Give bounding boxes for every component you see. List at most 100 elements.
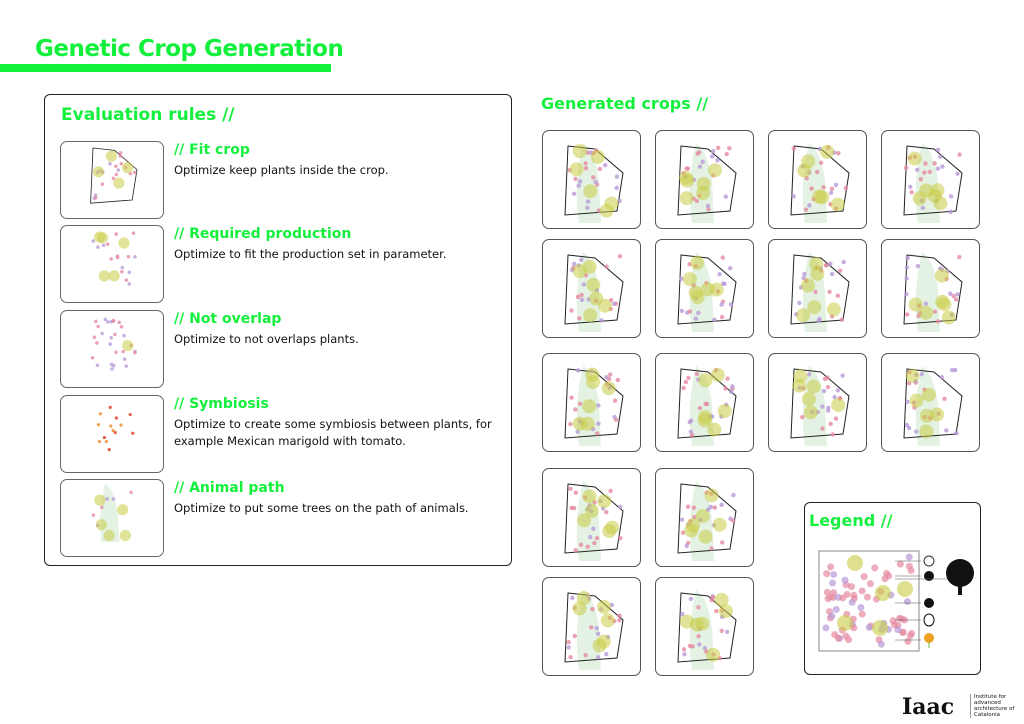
plant-dot xyxy=(835,293,841,298)
tree-circle xyxy=(712,517,727,532)
tree-circle xyxy=(919,424,934,439)
plant-dot xyxy=(833,416,839,421)
marigold-icon xyxy=(924,633,934,648)
plant-dot xyxy=(680,611,685,617)
generated-crop[interactable] xyxy=(881,353,980,452)
generated-crop[interactable] xyxy=(881,130,980,229)
tree-circle xyxy=(704,488,719,503)
plant-dot xyxy=(932,161,937,166)
plant-dot xyxy=(612,414,617,420)
plant-dot xyxy=(591,175,596,180)
tree-circle xyxy=(108,270,120,282)
plant-dot xyxy=(828,421,833,427)
plant-dot xyxy=(93,195,98,200)
plant-dot xyxy=(95,363,100,368)
rule-description: Optimize to create some symbiosis betwee… xyxy=(174,417,492,448)
plant-dot xyxy=(903,165,909,171)
generated-crop[interactable] xyxy=(542,239,641,338)
plant-dot xyxy=(105,497,109,501)
tree-circle xyxy=(598,298,613,313)
generated-crop[interactable] xyxy=(768,130,867,229)
generated-crop[interactable] xyxy=(655,130,754,229)
plant-dot xyxy=(615,377,621,383)
plant-dot xyxy=(689,432,695,438)
plant-dot xyxy=(581,282,586,287)
tree-circle xyxy=(796,308,811,323)
plant-dot xyxy=(688,596,694,602)
generated-crop[interactable] xyxy=(542,353,641,452)
generated-crop[interactable] xyxy=(768,239,867,338)
tree-circle xyxy=(690,255,705,270)
plant-dot xyxy=(807,372,812,377)
crop-boundary xyxy=(677,483,737,554)
crop-boundary xyxy=(90,147,138,204)
plant-dot xyxy=(905,255,910,261)
plant-dot xyxy=(821,388,827,394)
plant-dot xyxy=(712,317,717,323)
plant-dot xyxy=(728,302,734,307)
plant-dot xyxy=(577,179,583,184)
tree-circle xyxy=(582,489,597,504)
tree-circle xyxy=(921,387,936,402)
garlic-icon xyxy=(923,555,935,567)
plant-dot xyxy=(111,497,116,501)
crop-boundary xyxy=(677,592,737,663)
plant-dot xyxy=(923,301,929,306)
plant-dot xyxy=(595,631,601,636)
plant-dot xyxy=(913,429,919,434)
plant-dot xyxy=(693,316,698,321)
plant-dot xyxy=(719,628,724,634)
plant-dot xyxy=(585,199,591,204)
plant-dot xyxy=(922,170,927,175)
plant-dot xyxy=(593,179,598,184)
plant-dot xyxy=(940,164,945,169)
plant-dot xyxy=(579,292,584,298)
crop-boundary xyxy=(564,145,624,216)
plant-dot xyxy=(95,341,99,345)
tree-circle xyxy=(810,266,825,281)
plant-dot xyxy=(927,169,933,175)
generated-crop[interactable] xyxy=(881,239,980,338)
plant-dot xyxy=(576,183,581,188)
rule-description: Optimize to put some trees on the path o… xyxy=(174,501,469,515)
generated-crop[interactable] xyxy=(655,577,754,676)
tree-circle xyxy=(118,237,130,249)
plant-dot xyxy=(118,154,123,158)
generated-crop[interactable] xyxy=(768,353,867,452)
generated-crop[interactable] xyxy=(655,239,754,338)
plant-dot xyxy=(573,548,578,553)
generated-crop[interactable] xyxy=(542,468,641,567)
rule-title: // Fit crop xyxy=(174,142,250,158)
rule-prod: // Required production Optimize to fit t… xyxy=(60,225,500,303)
plant-dot xyxy=(617,617,622,623)
plant-dot xyxy=(592,540,597,546)
tree-circle xyxy=(820,144,835,159)
plant-dot xyxy=(572,261,577,267)
plant-dot xyxy=(115,255,120,260)
plant-dot xyxy=(595,431,600,436)
plant-dot xyxy=(566,639,571,645)
plant-dot xyxy=(589,625,594,630)
plant-dot xyxy=(573,490,579,495)
generated-crop[interactable] xyxy=(655,353,754,452)
tree-circle xyxy=(830,197,845,212)
tree-circle xyxy=(718,604,733,619)
legend-diagram xyxy=(818,550,974,652)
plant-dot xyxy=(585,205,590,211)
plant-dot xyxy=(679,276,684,281)
plant-dot xyxy=(604,509,609,515)
tree-circle xyxy=(696,186,711,201)
iaac-logo-text: Institute for advanced architecture of C… xyxy=(970,694,1024,718)
rule-thumbnail xyxy=(60,479,164,557)
plant-dot xyxy=(835,388,841,393)
plant-dot xyxy=(955,292,960,297)
plant-dot xyxy=(935,319,941,324)
generated-crop[interactable] xyxy=(542,577,641,676)
generated-crop[interactable] xyxy=(542,130,641,229)
tree-circle xyxy=(930,407,945,422)
crop-boundary xyxy=(564,592,624,663)
tree-circle xyxy=(919,305,934,320)
plant-dot xyxy=(109,320,113,324)
generated-crop[interactable] xyxy=(655,468,754,567)
plant-dot xyxy=(797,300,802,306)
